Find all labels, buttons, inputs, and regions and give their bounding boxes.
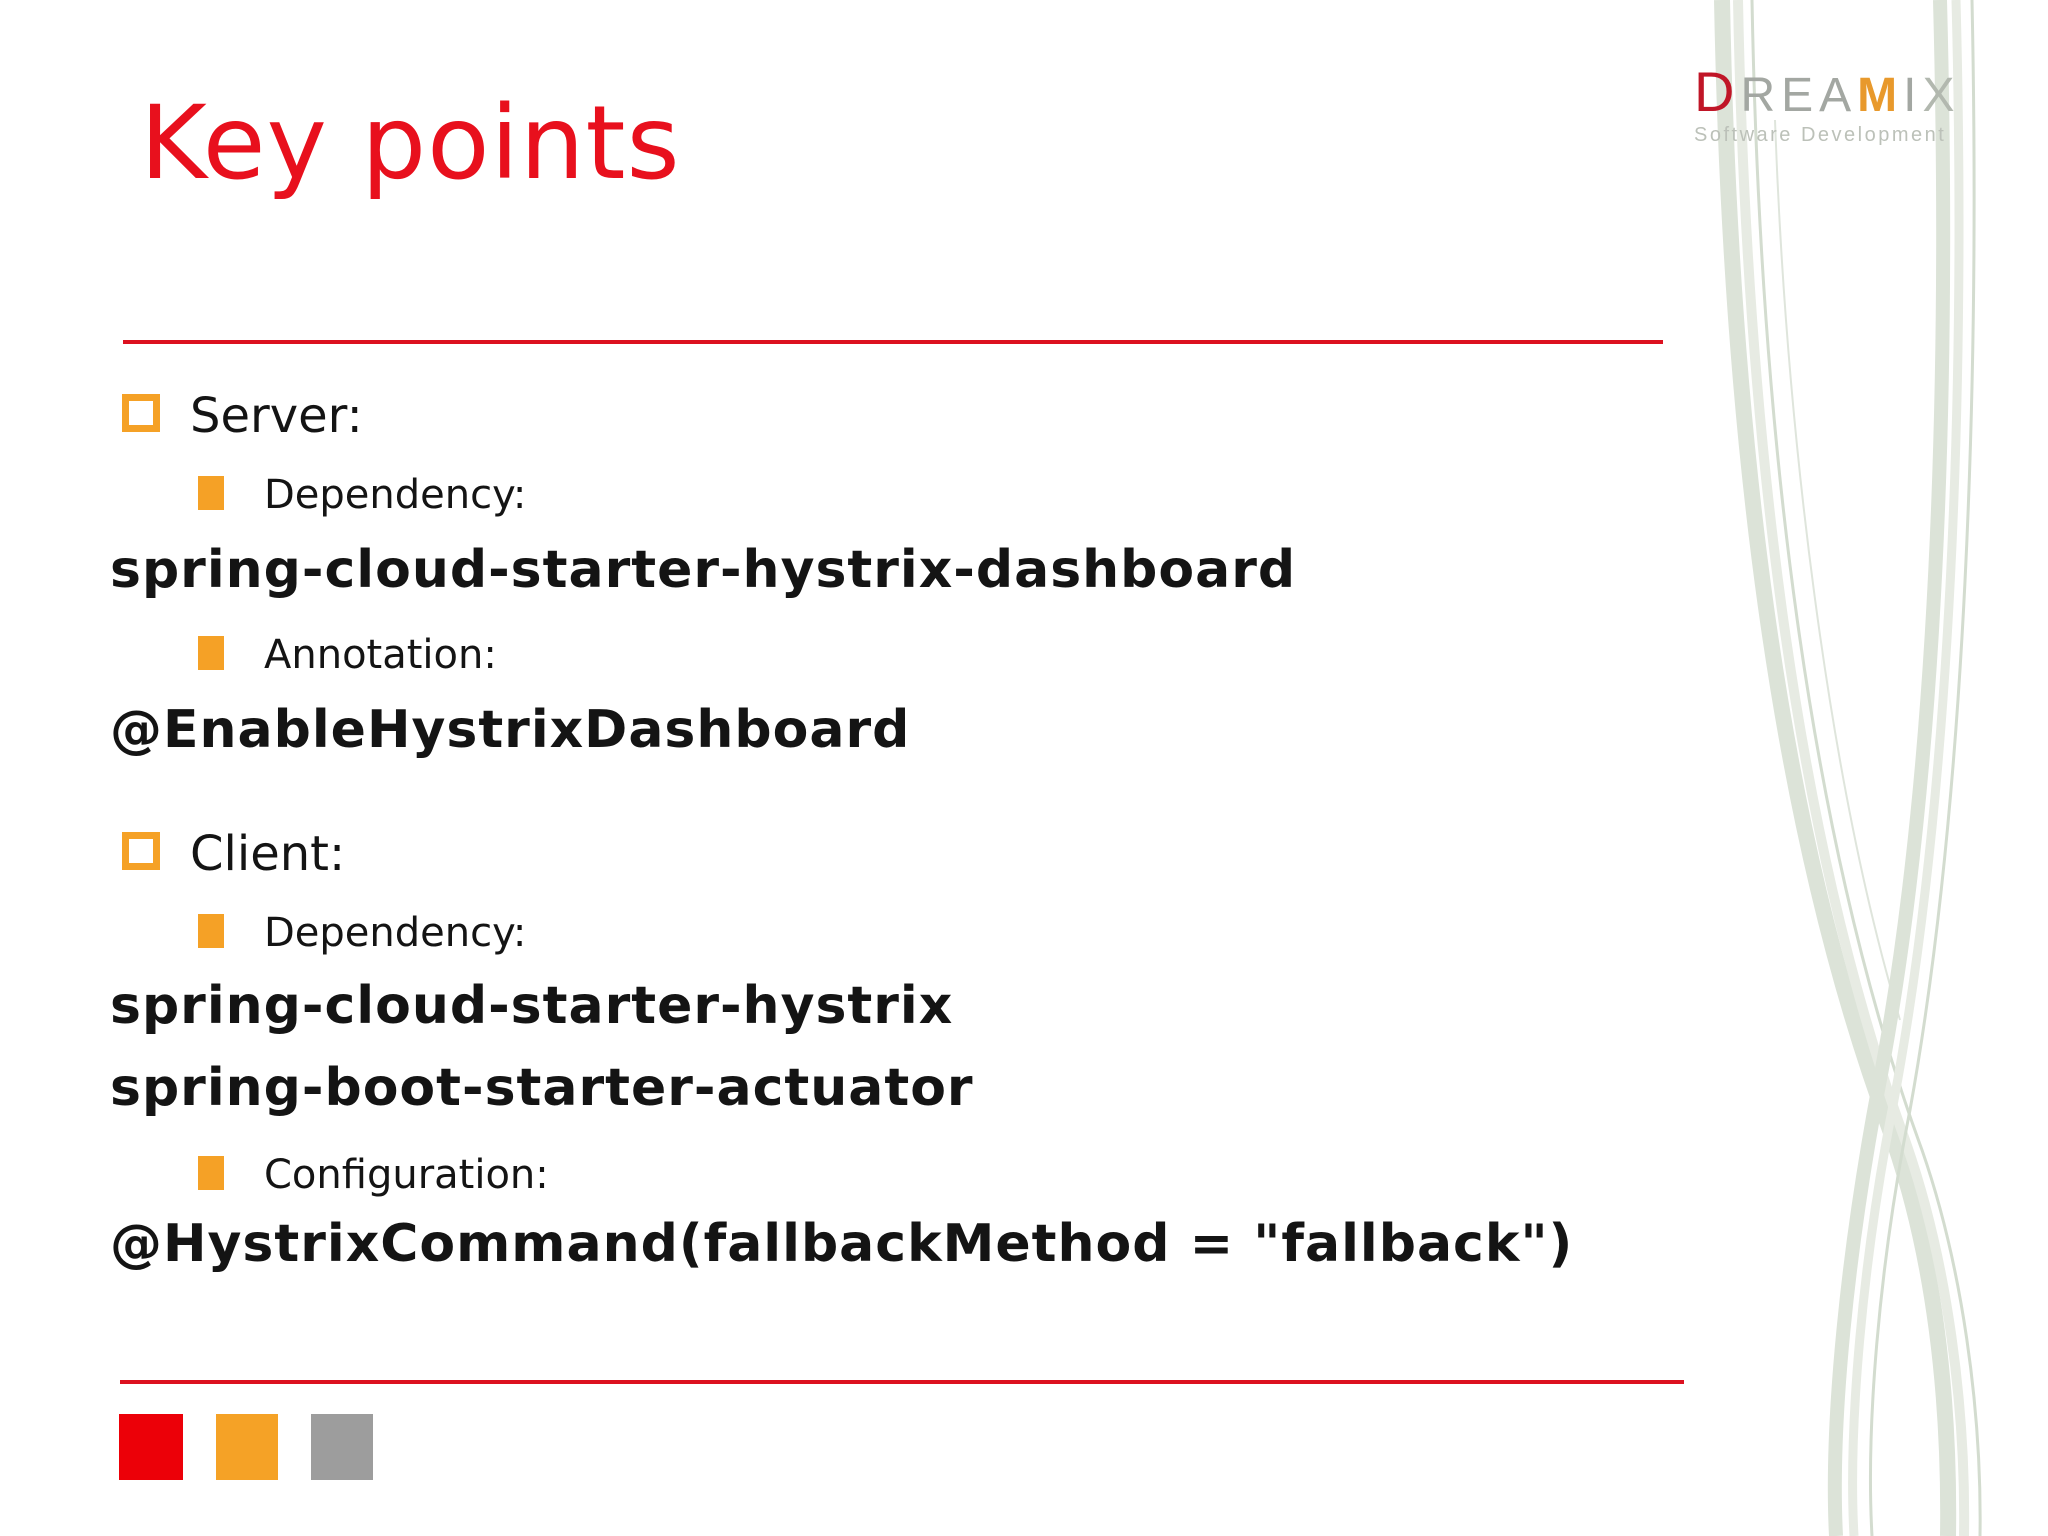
code-text: spring-cloud-starter-hystrix [110, 976, 954, 1036]
footer-square-red [119, 1414, 183, 1480]
bullet-item-dependency-client: Dependency: [0, 910, 1800, 956]
code-line-enable-hystrix-dashboard: @EnableHystrixDashboard [110, 700, 1910, 760]
footer-square-orange [216, 1414, 278, 1480]
code-line-hystrix-command: @HystrixCommand(fallbackMethod = "fallba… [110, 1214, 1910, 1274]
decorative-lines [1714, 0, 1982, 1536]
code-line-actuator-dependency: spring-boot-starter-actuator [110, 1058, 1910, 1118]
hollow-square-bullet-icon [122, 394, 160, 432]
code-text: spring-boot-starter-actuator [110, 1058, 974, 1118]
bullet-label: Annotation: [264, 632, 497, 678]
title-underline [123, 340, 1663, 344]
code-line-hystrix-dashboard-dependency: spring-cloud-starter-hystrix-dashboard [110, 540, 1910, 600]
bullet-item-dependency-server: Dependency: [0, 472, 1800, 518]
filled-square-bullet-icon [198, 476, 224, 510]
bullet-item-annotation: Annotation: [0, 632, 1800, 678]
bullet-item-configuration: Configuration: [0, 1152, 1800, 1198]
logo-letter-m: M [1857, 69, 1904, 122]
filled-square-bullet-icon [198, 636, 224, 670]
code-text: @HystrixCommand(fallbackMethod = "fallba… [110, 1214, 1574, 1274]
logo-letter-d: D [1694, 60, 1741, 123]
logo-subtitle: Software Development [1694, 124, 1947, 146]
bullet-item-client: Client: [0, 826, 1800, 882]
footer-line [120, 1380, 1684, 1384]
logo-letters-rea: REA [1740, 69, 1858, 122]
dreamix-logo: DREAMIX Software Development [1694, 64, 2024, 147]
filled-square-bullet-icon [198, 1156, 224, 1190]
bullet-label: Server: [190, 388, 363, 444]
slide-title: Key points [140, 84, 681, 203]
code-text: spring-cloud-starter-hystrix-dashboard [110, 540, 1297, 600]
hollow-square-bullet-icon [122, 832, 160, 870]
bullet-label: Client: [190, 826, 346, 882]
filled-square-bullet-icon [198, 914, 224, 948]
footer-square-gray [311, 1414, 373, 1480]
dreamix-logo-wordmark: DREAMIX [1694, 64, 2024, 120]
logo-letter-x: X [1922, 69, 1961, 122]
code-line-hystrix-dependency: spring-cloud-starter-hystrix [110, 976, 1910, 1036]
bullet-label: Configuration: [264, 1152, 549, 1198]
bullet-item-server: Server: [0, 388, 1800, 444]
bullet-label: Dependency: [264, 472, 527, 518]
logo-letter-i: I [1903, 69, 1923, 122]
bullet-label: Dependency: [264, 910, 527, 956]
code-text: @EnableHystrixDashboard [110, 700, 911, 760]
